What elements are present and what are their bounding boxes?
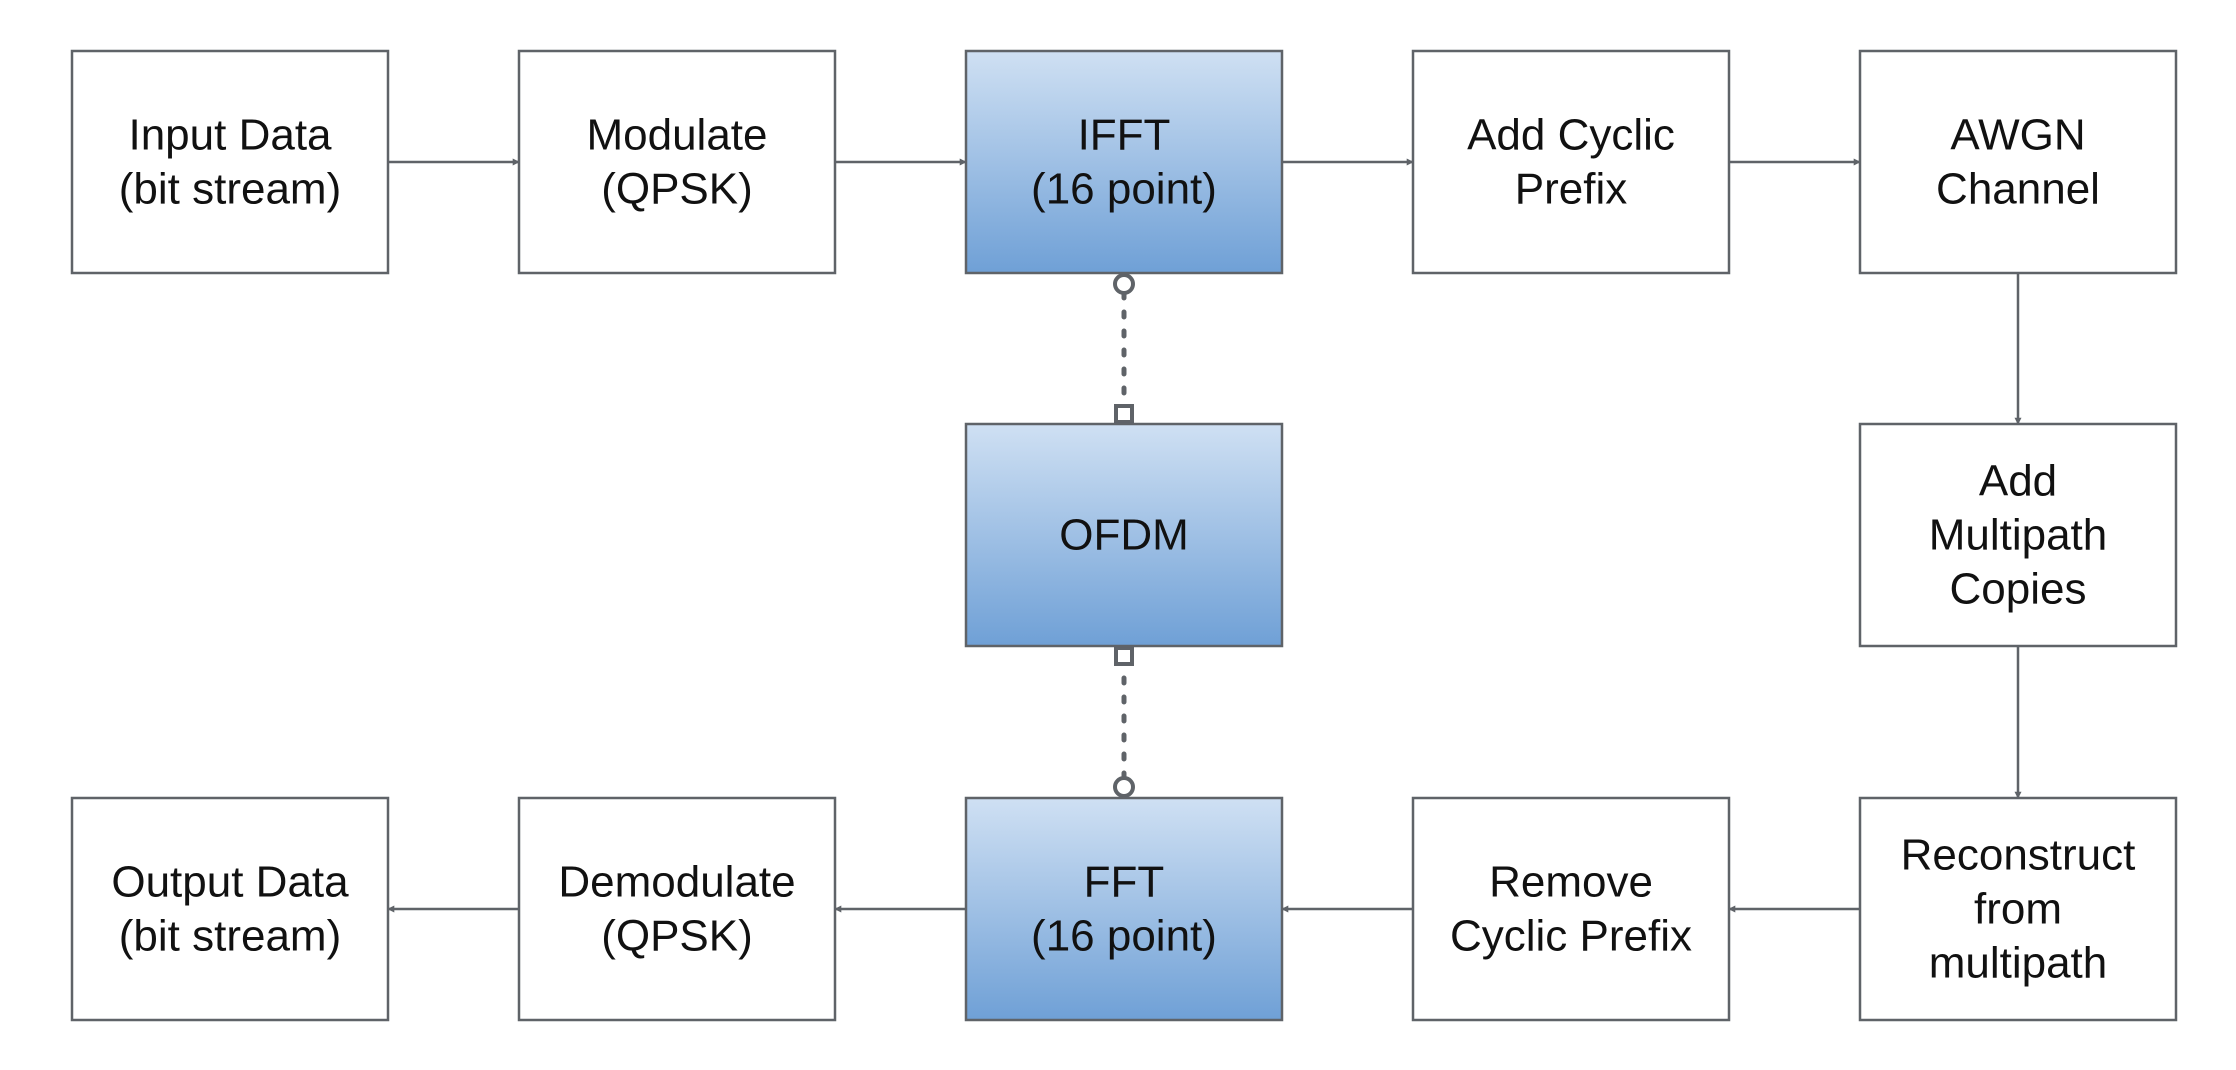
block-label-line: Add [1979, 457, 2057, 506]
block-awgn: AWGN Channel [1858, 49, 2178, 275]
block-box [517, 796, 837, 1022]
block-label-line: Channel [1936, 165, 2100, 214]
block-box [70, 49, 390, 275]
block-label-line: Add Cyclic [1467, 111, 1675, 160]
blocks: Input Data (bit stream) Modulate (QPSK) IFFT… [70, 49, 2178, 1022]
block-label-line: IFFT [1078, 111, 1171, 160]
block-ifft: IFFT (16 point) [964, 49, 1284, 275]
block-label-line: FFT [1084, 858, 1165, 907]
circle-end-icon [1113, 776, 1135, 798]
block-modulate: Modulate (QPSK) [517, 49, 837, 275]
block-label-line: AWGN [1950, 111, 2085, 160]
block-label-line: Remove [1489, 858, 1653, 907]
block-label-line: (QPSK) [601, 165, 753, 214]
block-demodulate: Demodulate (QPSK) [517, 796, 837, 1022]
block-label-line: multipath [1929, 939, 2108, 988]
block-box [517, 49, 837, 275]
block-box [70, 796, 390, 1022]
block-box [964, 49, 1284, 275]
block-output: Output Data (bit stream) [70, 796, 390, 1022]
block-box [964, 796, 1284, 1022]
block-label-line: OFDM [1059, 511, 1189, 560]
block-label-line: Modulate [586, 111, 767, 160]
block-input: Input Data (bit stream) [70, 49, 390, 275]
block-box [964, 422, 1284, 648]
block-box [1858, 796, 2178, 1022]
block-box [1858, 422, 2178, 648]
block-label-line: (16 point) [1031, 165, 1217, 214]
block-fft: FFT (16 point) [964, 796, 1284, 1022]
block-ofdm: OFDM [964, 422, 1284, 648]
square-end-icon [1114, 404, 1134, 424]
block-reconstruct: Reconstruct from multipath [1858, 796, 2178, 1022]
block-label-line: Reconstruct [1901, 831, 2136, 880]
block-box [1411, 796, 1731, 1022]
block-label-line: Multipath [1929, 511, 2108, 560]
block-box [1858, 49, 2178, 275]
block-label-line: Output Data [111, 858, 349, 907]
block-box [1411, 49, 1731, 275]
block-label-line: (QPSK) [601, 912, 753, 961]
block-label-line: (bit stream) [119, 165, 341, 214]
block-label-line: Cyclic Prefix [1450, 912, 1692, 961]
block-label-line: from [1974, 885, 2062, 934]
circle-end-icon [1113, 273, 1135, 295]
block-label-line: Demodulate [558, 858, 795, 907]
connectors [387, 158, 2022, 913]
square-end-icon [1114, 646, 1134, 666]
block-label-line: (16 point) [1031, 912, 1217, 961]
block-label-line: Copies [1950, 565, 2087, 614]
block-label-line: Input Data [128, 111, 332, 160]
block-label-line: Prefix [1515, 165, 1627, 214]
block-label-line: (bit stream) [119, 912, 341, 961]
association-fft-ofdm [1113, 646, 1135, 798]
association-ifft-ofdm [1113, 273, 1135, 424]
